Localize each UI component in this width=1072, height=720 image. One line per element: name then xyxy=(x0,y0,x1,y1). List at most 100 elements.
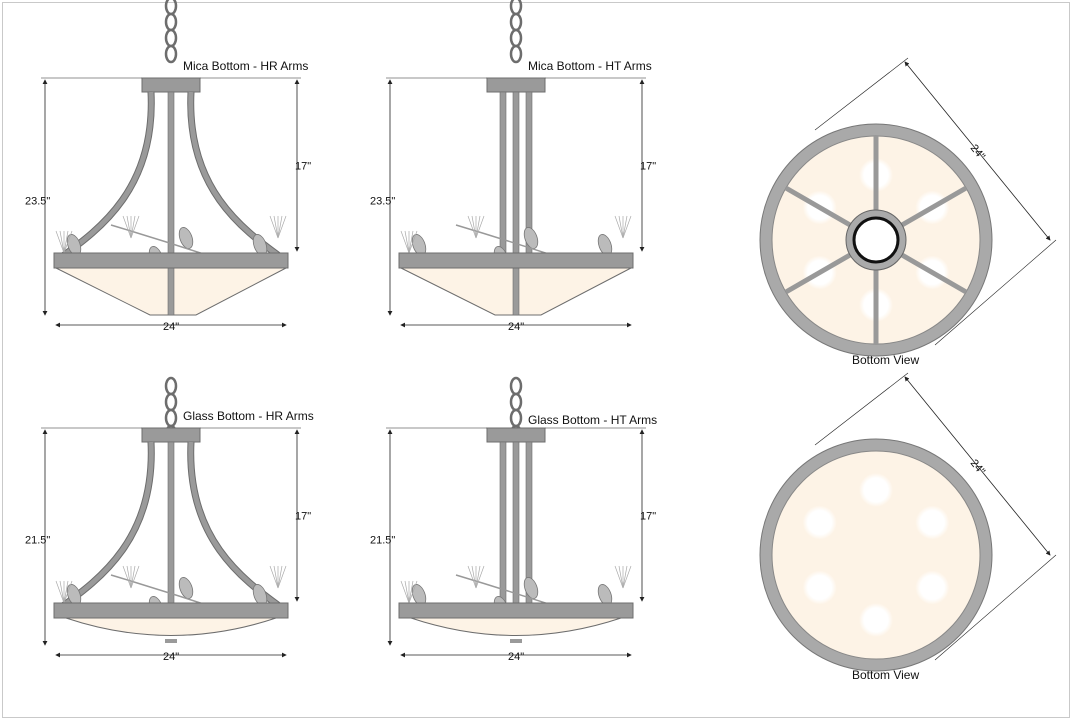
pine-needles xyxy=(277,215,287,239)
chain-link xyxy=(164,12,178,32)
curved-arm-right-fill xyxy=(188,441,288,614)
pine-needles xyxy=(273,565,279,589)
dimension-line xyxy=(904,61,1051,241)
bulb-glow xyxy=(859,603,893,637)
pine-needles xyxy=(400,230,410,254)
finial xyxy=(510,639,522,643)
pine-needles xyxy=(130,565,136,589)
bulb-glow xyxy=(802,570,837,605)
bulb-glow xyxy=(915,570,950,605)
pine-needles xyxy=(122,215,132,239)
band-ring xyxy=(53,252,289,269)
straight-arm xyxy=(499,441,507,604)
glass-bowl xyxy=(65,617,277,636)
chain-link xyxy=(509,392,523,412)
pine-needles xyxy=(269,215,279,239)
pine-needles xyxy=(59,580,65,604)
finial xyxy=(165,639,177,643)
pine-needles xyxy=(130,215,140,239)
total-height-label: 21.5" xyxy=(370,535,395,547)
curved-arm-right-fill xyxy=(188,91,288,264)
total-height-label: 23.5" xyxy=(370,196,395,208)
bulb-glow xyxy=(859,473,893,507)
chain-link xyxy=(509,12,523,32)
canopy xyxy=(486,427,546,443)
chain-link xyxy=(509,28,523,48)
bottom-view-mica: 24"Bottom View xyxy=(759,57,1057,367)
pine-needles xyxy=(618,215,624,239)
arm-height-label: 17" xyxy=(295,161,311,173)
total-height-label: 21.5" xyxy=(25,535,50,547)
chain-link xyxy=(164,408,178,428)
width-label: 24" xyxy=(508,651,524,663)
pine-needles xyxy=(408,580,414,604)
pine-needles xyxy=(126,215,132,239)
pine-needles xyxy=(55,580,65,604)
chain-link xyxy=(164,376,178,396)
pine-needles xyxy=(130,215,136,239)
band-ring xyxy=(398,602,634,619)
chandelier-mica-hr: 23.5" 17" 24" Mica Bottom - HR Arms xyxy=(25,0,311,333)
panel-title: Mica Bottom - HT Arms xyxy=(528,59,652,73)
pine-needles xyxy=(400,580,410,604)
pine-needles xyxy=(55,230,65,254)
chain-link xyxy=(164,28,178,48)
pine-needles xyxy=(622,215,628,239)
width-label: 24" xyxy=(163,651,179,663)
pine-needles xyxy=(277,565,283,589)
pine-needles xyxy=(471,565,477,589)
panel-title: Glass Bottom - HT Arms xyxy=(528,413,657,427)
pine-needles xyxy=(130,565,140,589)
center-rod xyxy=(512,91,520,316)
chain-link xyxy=(509,44,523,64)
chain-link xyxy=(164,0,178,16)
pine-needles xyxy=(269,565,279,589)
pine-needles xyxy=(467,565,477,589)
total-height-label: 23.5" xyxy=(25,196,50,208)
pine-needles xyxy=(614,215,624,239)
bulb-glow xyxy=(915,505,950,540)
pine-needles xyxy=(404,580,410,604)
pine-needles xyxy=(475,215,481,239)
pine-needles xyxy=(408,230,418,254)
bottom-view-glass: 24"Bottom View xyxy=(759,372,1057,682)
canopy xyxy=(141,427,201,443)
pine-needles xyxy=(471,215,477,239)
panel-title: Mica Bottom - HR Arms xyxy=(183,59,308,73)
pine-needles xyxy=(622,565,632,589)
pine-needles xyxy=(614,565,624,589)
arm-height-label: 17" xyxy=(295,511,311,523)
pine-needles xyxy=(404,230,410,254)
pine-needles xyxy=(59,230,65,254)
center-rod xyxy=(167,441,175,604)
pine-needles xyxy=(277,215,283,239)
center-rod xyxy=(512,441,520,604)
extension-line xyxy=(934,239,1057,346)
pine-needles xyxy=(122,565,132,589)
bulb-glow xyxy=(802,505,837,540)
width-label: 24" xyxy=(508,321,524,333)
width-label: 24" xyxy=(163,321,179,333)
bottom-view-label: Bottom View xyxy=(852,668,919,682)
pine-needles xyxy=(618,565,624,589)
canopy xyxy=(486,77,546,93)
pine-needles xyxy=(408,230,414,254)
pine-needles xyxy=(475,215,485,239)
bottom-view-label: Bottom View xyxy=(852,353,919,367)
pine-needles xyxy=(63,230,69,254)
pine-needles xyxy=(126,565,132,589)
pinecone-icon xyxy=(178,227,194,249)
glass-bowl xyxy=(410,617,622,636)
arm-height-label: 17" xyxy=(640,161,656,173)
chain-link xyxy=(509,408,523,428)
band-ring xyxy=(53,602,289,619)
pinecone-icon xyxy=(178,577,194,599)
spoke xyxy=(784,252,852,295)
chandelier-mica-ht: 23.5" 17" 24" Mica Bottom - HT Arms xyxy=(370,0,656,333)
chandelier-glass-hr: 21.5"17"24"Glass Bottom - HR Arms xyxy=(25,376,314,663)
dimension-line xyxy=(904,376,1051,556)
pinecone-icon xyxy=(523,227,539,249)
pine-needles xyxy=(63,580,73,604)
